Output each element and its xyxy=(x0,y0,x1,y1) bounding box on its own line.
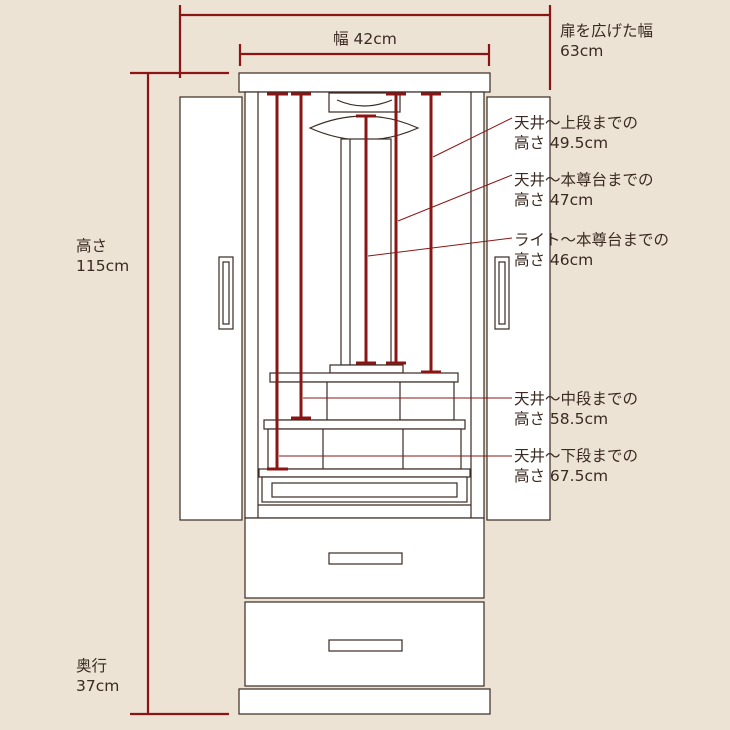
open-width-dimension-line xyxy=(178,5,552,90)
left-door xyxy=(179,96,243,521)
open-width-label: 扉を広げた幅 63cm xyxy=(560,21,653,61)
ceiling-to-main-altar-line1: 天井～本尊台までの xyxy=(514,171,654,189)
ceiling-ornament xyxy=(308,92,420,141)
open-width-label-line1: 扉を広げた幅 xyxy=(560,22,654,40)
dimension-lines xyxy=(130,5,552,716)
top-crown xyxy=(238,72,491,93)
base-plinth xyxy=(238,688,491,715)
ceiling-to-upper-tier-line1: 天井～上段までの xyxy=(514,114,639,132)
ceiling-to-lower-tier-value: 高さ 67.5cm xyxy=(514,467,609,485)
ceiling-to-lower-tier-label: 天井～下段までの 高さ 67.5cm xyxy=(514,446,638,486)
ceiling-to-main-altar-value: 高さ 47cm xyxy=(514,191,594,209)
light-to-main-altar-line1: ライト～本尊台までの xyxy=(514,231,670,249)
light-to-main-altar-label: ライト～本尊台までの 高さ 46cm xyxy=(514,230,669,270)
width-dimension-line xyxy=(238,44,491,66)
altar-steps xyxy=(258,364,471,503)
ceiling-to-main-altar-label: 天井～本尊台までの 高さ 47cm xyxy=(514,170,654,210)
leader-lines xyxy=(279,117,513,457)
interior-height-rods xyxy=(267,92,441,471)
drawer-lower xyxy=(244,601,485,687)
open-width-label-value: 63cm xyxy=(560,42,604,60)
height-dimension-line xyxy=(130,71,229,716)
height-label: 高さ 115cm xyxy=(76,236,129,276)
depth-label: 奥行 37cm xyxy=(76,656,119,696)
ceiling-to-upper-tier-value: 高さ 49.5cm xyxy=(514,134,609,152)
right-door xyxy=(486,96,551,521)
height-label-value: 115cm xyxy=(76,257,130,275)
depth-label-line1: 奥行 xyxy=(76,657,108,675)
ceiling-to-upper-tier-label: 天井～上段までの 高さ 49.5cm xyxy=(514,113,638,153)
drawer-upper xyxy=(244,517,485,599)
width-label: 幅 42cm xyxy=(333,30,397,48)
ceiling-to-middle-tier-line1: 天井～中段までの xyxy=(514,390,639,408)
ceiling-to-lower-tier-line1: 天井～下段までの xyxy=(514,447,639,465)
depth-label-value: 37cm xyxy=(76,677,120,695)
ceiling-to-middle-tier-value: 高さ 58.5cm xyxy=(514,410,609,428)
height-label-line1: 高さ xyxy=(76,237,108,255)
ceiling-to-middle-tier-label: 天井～中段までの 高さ 58.5cm xyxy=(514,389,638,429)
light-to-main-altar-value: 高さ 46cm xyxy=(514,251,594,269)
